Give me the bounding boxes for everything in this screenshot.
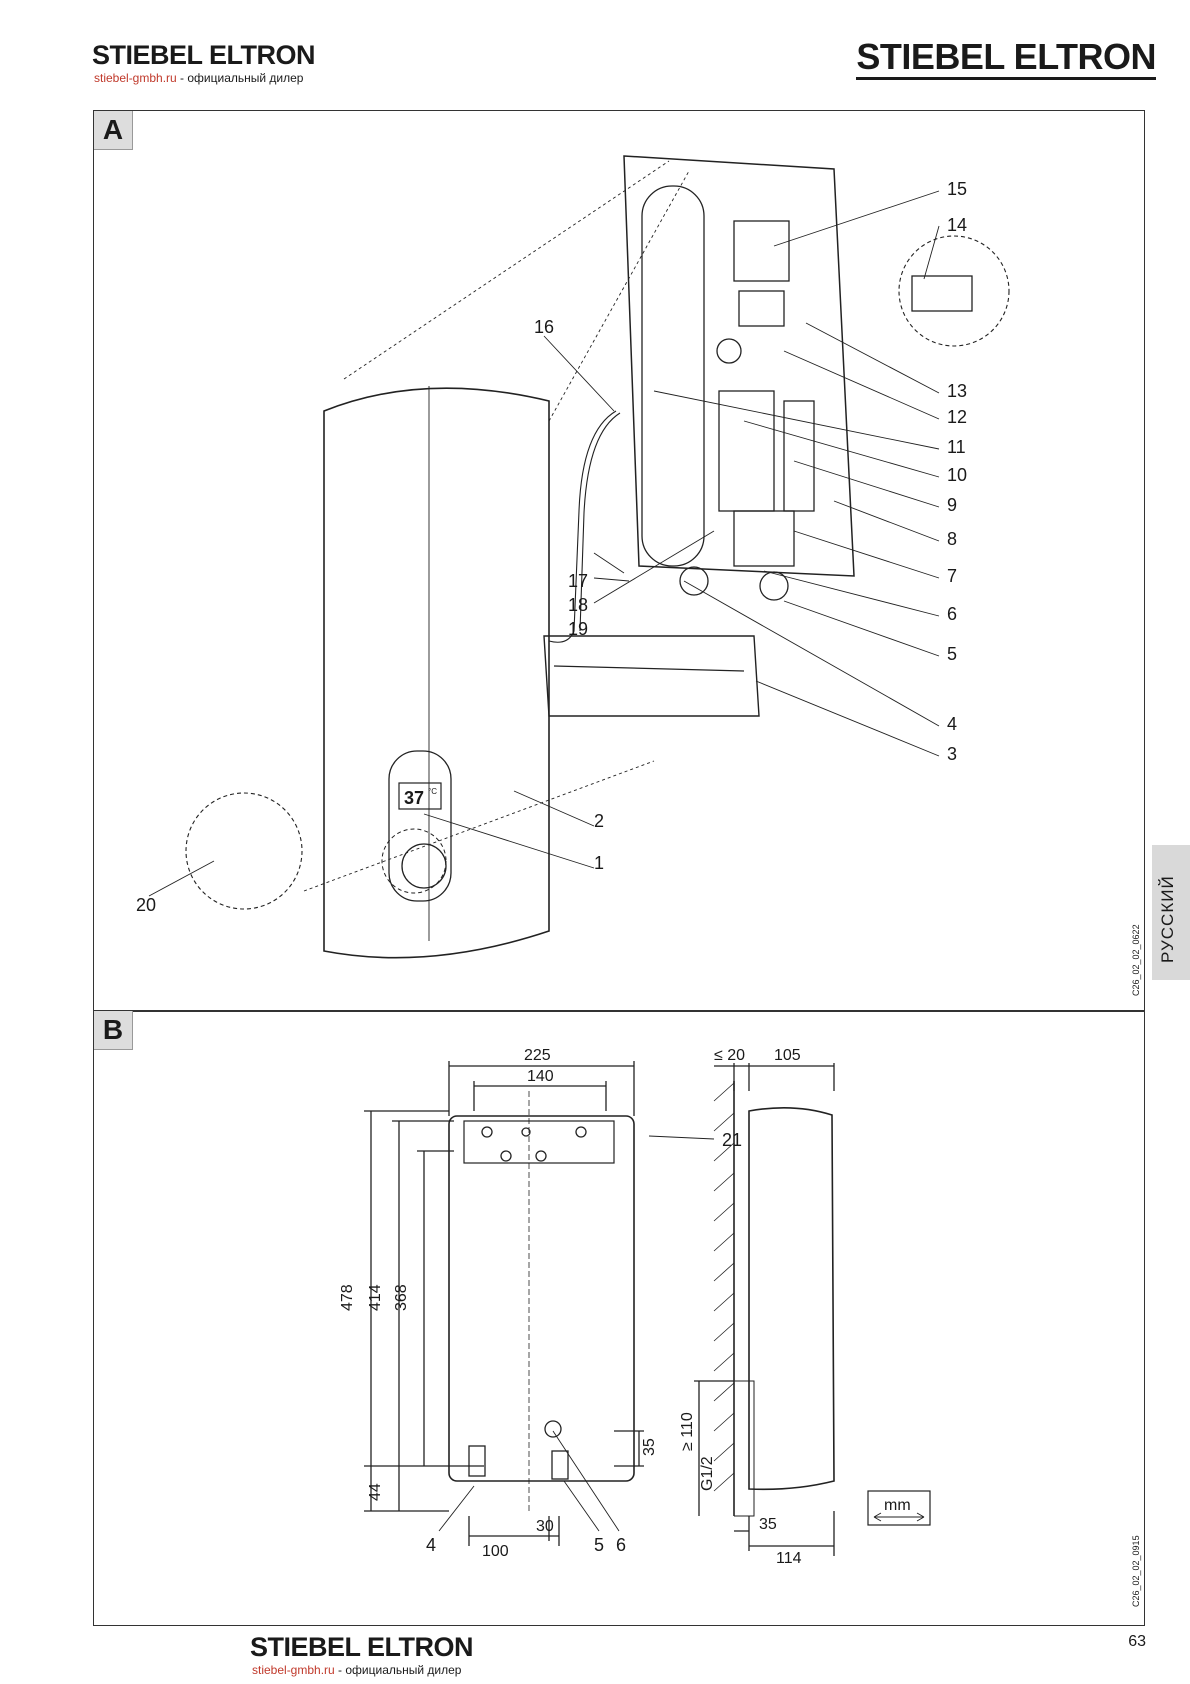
dealer-url[interactable]: stiebel-gmbh.ru	[94, 71, 177, 85]
callout-7: 7	[947, 566, 957, 586]
callout-10: 10	[947, 465, 967, 485]
dim-height-bracket: 414	[367, 1284, 384, 1311]
callout-b-6: 6	[616, 1535, 626, 1555]
display-unit: °C	[428, 787, 437, 796]
dim-depth: 105	[774, 1047, 801, 1064]
dim-pipe-offset: 30	[536, 1518, 554, 1535]
language-label: РУССКИЙ	[1158, 875, 1177, 963]
callout-20: 20	[136, 895, 156, 915]
page-number: 63	[1128, 1633, 1146, 1650]
unit-box	[867, 1490, 931, 1526]
callout-2: 2	[594, 811, 604, 831]
dim-width-total: 225	[524, 1047, 551, 1064]
dim-height-bottom: 44	[367, 1483, 384, 1501]
panel-a-drawing-code: C26_02_02_0622	[1131, 924, 1141, 996]
front-cover	[323, 387, 550, 959]
panel-a-label: A	[94, 111, 133, 150]
callout-numbers: 1 2 3 4 5 6 7 8 9 10 11 12 13 14 15 16 1…	[136, 179, 967, 915]
dealer-text-footer: - официальный дилер	[334, 1663, 462, 1677]
dim-height-upper: 368	[393, 1284, 410, 1311]
dimension-drawing: 225 140 ≤ 20 105 478 414 368 44 35 100 3…	[339, 1047, 931, 1567]
chassis-frame	[623, 155, 855, 577]
dealer-url-footer[interactable]: stiebel-gmbh.ru	[252, 1663, 335, 1677]
dimension-labels: 225 140 ≤ 20 105 478 414 368 44 35 100 3…	[339, 1047, 911, 1567]
side-outline	[748, 1107, 835, 1491]
dim-height-total: 478	[339, 1284, 356, 1311]
dim-wall-gap: ≤ 20	[714, 1047, 745, 1064]
brand-logo-small: STIEBEL ELTRON	[92, 40, 316, 70]
callout-b-5: 5	[594, 1535, 604, 1555]
dealer-line-footer: stiebel-gmbh.ru - официальный дилер	[252, 1663, 461, 1677]
dealer-text: - официальный дилер	[176, 71, 304, 85]
callout-8: 8	[947, 529, 957, 549]
figure-panel-b: B	[93, 1010, 1145, 1626]
dim-bracket-span: 140	[527, 1068, 554, 1085]
brand-logo-large: STIEBEL ELTRON	[856, 36, 1156, 80]
display-value: 37	[404, 788, 424, 808]
callout-17: 17	[568, 571, 588, 591]
figure-panel-a: A	[93, 110, 1145, 1012]
panel-b-drawing-code: C26_02_02_0915	[1131, 1535, 1141, 1607]
panel-b-callouts: 21 4 5 6	[426, 1130, 742, 1555]
callout-4: 4	[947, 714, 957, 734]
bottom-tray	[543, 635, 760, 717]
callout-6: 6	[947, 604, 957, 624]
callout-18: 18	[568, 595, 588, 615]
brand-logo-footer: STIEBEL ELTRON	[250, 1632, 474, 1662]
language-tab: РУССКИЙ	[1152, 845, 1190, 980]
panel-b-label: B	[94, 1011, 133, 1050]
dim-side-offset: 35	[759, 1516, 777, 1533]
callout-19: 19	[568, 619, 588, 639]
dim-clearance: ≥ 110	[679, 1412, 696, 1451]
callout-5: 5	[947, 644, 957, 664]
mounting-bracket	[463, 1120, 615, 1164]
dim-side-depth: 114	[776, 1550, 802, 1567]
callout-3: 3	[947, 744, 957, 764]
callout-14: 14	[947, 215, 967, 235]
dealer-line: stiebel-gmbh.ru - официальный дилер	[94, 71, 303, 85]
unit-label: mm	[884, 1497, 911, 1514]
callout-12: 12	[947, 407, 967, 427]
dim-thread: G1/2	[699, 1456, 716, 1491]
front-outline	[448, 1115, 635, 1482]
callout-13: 13	[947, 381, 967, 401]
callout-21: 21	[722, 1130, 742, 1150]
callout-9: 9	[947, 495, 957, 515]
dim-elec-offset: 35	[641, 1438, 658, 1456]
callout-b-4: 4	[426, 1535, 436, 1555]
callout-11: 11	[947, 437, 966, 457]
dim-pipe-spacing: 100	[482, 1543, 509, 1560]
callout-1: 1	[594, 853, 604, 873]
callout-16: 16	[534, 317, 554, 337]
exploded-view-drawing: 37 °C 1 2 3 4 5 6 7 8 9 10 11 12 13 14 1…	[136, 155, 1010, 959]
callout-15: 15	[947, 179, 967, 199]
